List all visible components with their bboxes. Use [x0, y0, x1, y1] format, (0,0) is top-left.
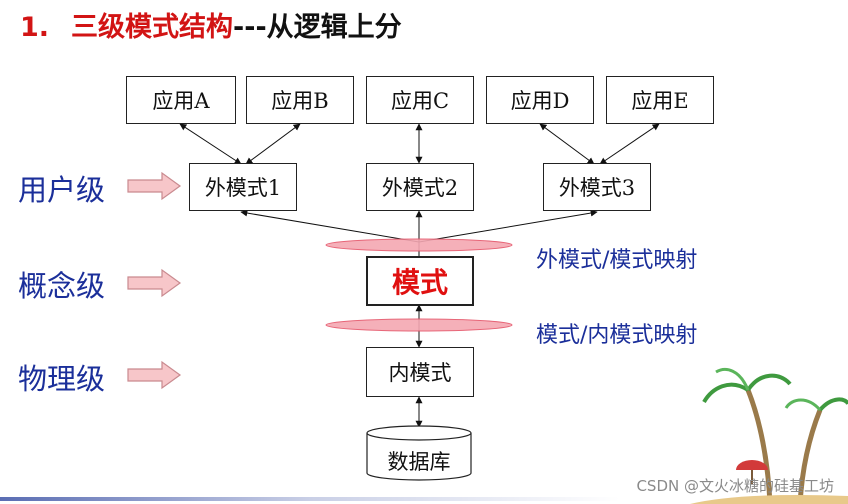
level-arrow-physical	[127, 360, 182, 390]
connector-schema-ext1	[240, 209, 420, 243]
title-number: 1.	[20, 12, 50, 43]
level-label-conceptual: 概念级	[18, 269, 106, 303]
database-cylinder	[366, 425, 472, 481]
level-arrow-conceptual	[127, 268, 182, 298]
palm-tree-decoration	[690, 367, 848, 504]
mapping-label-schema-internal: 模式/内模式映射	[536, 323, 698, 348]
app-box-e: 应用E	[606, 76, 714, 124]
external-schema-box-2: 外模式2	[366, 163, 474, 211]
title-main: 三级模式结构	[71, 12, 234, 43]
internal-schema-box: 内模式	[366, 347, 474, 397]
title-suffix: ---从逻辑上分	[233, 12, 402, 43]
level-label-physical: 物理级	[18, 362, 106, 396]
connector-appA-ext1	[179, 123, 242, 165]
external-schema-box-1: 外模式1	[189, 163, 297, 211]
connector-appD-ext3	[539, 123, 595, 165]
page-title: 1. 三级模式结构---从逻辑上分	[20, 8, 402, 48]
app-box-b: 应用B	[246, 76, 354, 124]
footer-line	[0, 497, 620, 501]
connector-appE-ext3	[599, 123, 660, 165]
mapping-ellipse-external-schema	[325, 238, 513, 252]
level-arrow-user	[127, 171, 182, 201]
app-box-a: 应用A	[126, 76, 236, 124]
schema-box: 模式	[366, 256, 474, 306]
level-label-user: 用户级	[18, 173, 106, 207]
app-box-d: 应用D	[486, 76, 594, 124]
database-label: 数据库	[387, 450, 451, 474]
mapping-ellipse-schema-internal	[325, 318, 513, 332]
connector-schema-ext3	[418, 209, 598, 243]
external-schema-box-3: 外模式3	[543, 163, 651, 211]
mapping-label-external-schema: 外模式/模式映射	[536, 248, 698, 273]
watermark: CSDN @文火冰糖的硅基工坊	[636, 477, 834, 495]
connector-appB-ext1	[245, 123, 301, 165]
app-box-c: 应用C	[366, 76, 474, 124]
